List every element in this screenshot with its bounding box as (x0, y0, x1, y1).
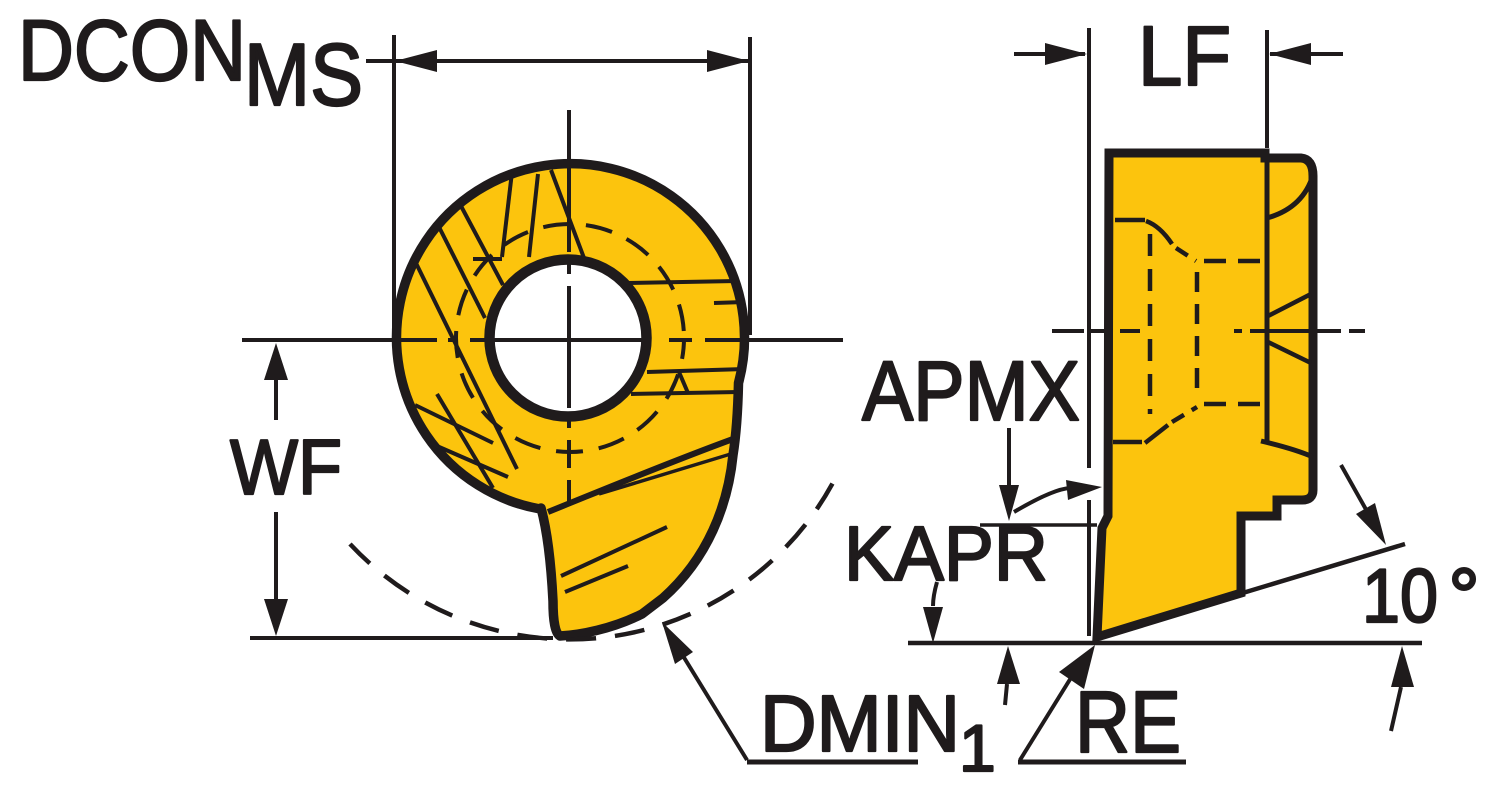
svg-text:RE: RE (1075, 674, 1181, 771)
svg-text:1: 1 (959, 711, 996, 785)
svg-text:10: 10 (1362, 554, 1438, 639)
svg-text:KAPR: KAPR (844, 511, 1048, 597)
svg-text:DCON: DCON (18, 3, 246, 99)
svg-text:LF: LF (1138, 9, 1231, 103)
svg-text:MS: MS (244, 25, 363, 124)
svg-text:APMX: APMX (862, 344, 1080, 438)
svg-text:WF: WF (230, 423, 342, 511)
svg-text:DMIN: DMIN (760, 679, 960, 768)
